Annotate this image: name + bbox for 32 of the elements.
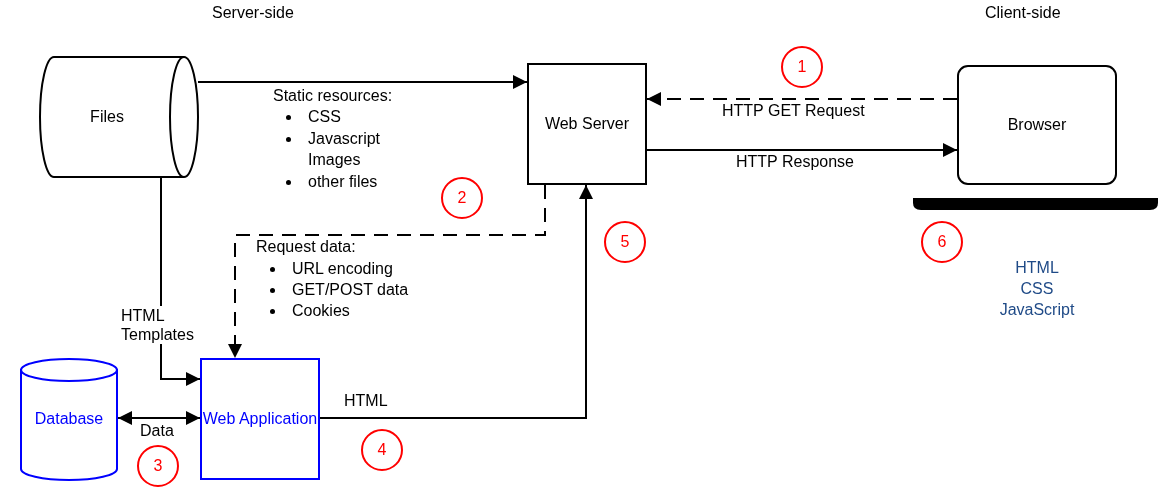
process-box: Web Server	[527, 63, 647, 185]
arrow	[646, 143, 958, 157]
callout-number: 3	[137, 445, 179, 487]
edge-label: Request data:	[254, 237, 358, 257]
list-item: URL encoding	[292, 259, 393, 279]
laptop-screen-box: Browser	[957, 65, 1117, 185]
storage-cylinder: Files	[40, 56, 198, 178]
list-item: CSS	[308, 107, 341, 127]
list-item: other files	[308, 172, 378, 192]
database-cylinder: Database	[20, 358, 118, 480]
list-item: Images	[308, 150, 361, 170]
technology-label: HTML	[1014, 258, 1060, 278]
list-item: Javascript	[308, 129, 381, 149]
arrow	[197, 75, 528, 89]
callout-number: 6	[921, 221, 963, 263]
arrow	[646, 92, 958, 106]
list-item: Cookies	[292, 301, 350, 321]
arrow	[319, 184, 593, 419]
arrow	[228, 184, 546, 359]
technology-label: JavaScript	[998, 300, 1076, 320]
callout-number: 5	[604, 221, 646, 263]
callout-number: 4	[361, 429, 403, 471]
list-item: GET/POST data	[292, 280, 409, 300]
callout-number: 1	[781, 46, 823, 88]
technology-label: CSS	[1019, 279, 1055, 299]
callout-number: 2	[441, 177, 483, 219]
section-heading: Server-side	[212, 3, 294, 23]
process-box: Web Application	[200, 358, 320, 480]
edge-label: HTTP GET Request	[720, 101, 867, 121]
arrow	[117, 411, 201, 425]
section-heading: Client-side	[985, 3, 1061, 23]
edge-label: HTTP Response	[734, 152, 856, 172]
